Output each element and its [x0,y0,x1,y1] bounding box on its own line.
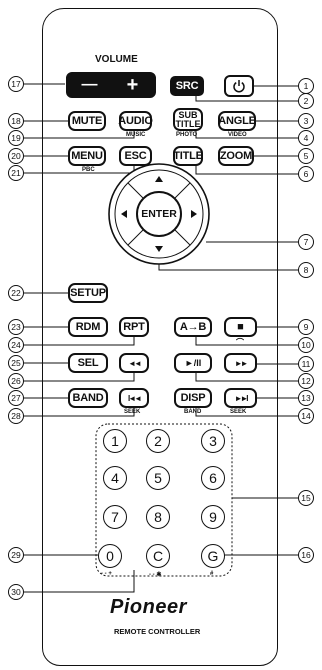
audio-sub-label: MUSIC [126,132,146,138]
volume-up-button[interactable]: + [126,73,139,96]
disp-sub-label: BAND [184,409,202,415]
power-icon [233,80,245,93]
ab-repeat-button[interactable]: A→B [174,317,212,337]
numpad-key-5[interactable]: 5 [146,466,170,490]
numpad-key-9[interactable]: 9 [201,505,225,529]
callout-2: 2 [298,93,314,109]
play-pause-button[interactable]: ►/II [174,353,212,373]
next-track-button[interactable]: ►►I [224,388,257,408]
zero-sub-label: - - + [101,571,112,577]
enter-button[interactable]: ENTER [141,208,177,220]
next-sub-label: SEEK [230,409,247,415]
numpad-key-6[interactable]: 6 [201,466,225,490]
callout-24: 24 [8,337,24,353]
clear-key[interactable]: C [146,544,170,568]
menu-sub-label: PBC [82,167,95,173]
subtitle-button[interactable]: SUB TITLE [173,108,203,131]
callout-16: 16 [298,547,314,563]
audio-button[interactable]: AUDIO [118,111,153,131]
subtitle-sub-label: PHOTO [176,132,198,138]
volume-rocker: — + [66,72,156,98]
callout-6: 6 [298,166,314,182]
numpad-key-4[interactable]: 4 [103,466,127,490]
callout-18: 18 [8,113,24,129]
callout-28: 28 [8,408,24,424]
callout-29: 29 [8,547,24,563]
dpad-left-button[interactable] [110,194,134,234]
callout-14: 14 [298,408,314,424]
angle-button[interactable]: ANGLE [218,111,256,131]
numpad-key-3[interactable]: 3 [201,429,225,453]
volume-label: VOLUME [95,54,138,65]
dpad-down-button[interactable] [139,240,179,262]
numpad-key-2[interactable]: 2 [146,429,170,453]
callout-19: 19 [8,130,24,146]
disp-button[interactable]: DISP [174,388,212,408]
callout-27: 27 [8,390,24,406]
title-button[interactable]: TITLE [173,146,203,166]
fast-forward-button[interactable]: ►► [224,353,257,373]
stop-sub-label: ⌒ [236,338,244,347]
callout-20: 20 [8,148,24,164]
src-button[interactable]: SRC [170,76,204,96]
callout-1: 1 [298,78,314,94]
numpad-key-7[interactable]: 7 [103,505,127,529]
power-button[interactable] [224,75,254,97]
remote-caption: REMOTE CONTROLLER [114,627,201,636]
zero-key[interactable]: 0 [98,544,122,568]
clear-sub-label: - - ✱ [149,572,162,578]
callout-25: 25 [8,355,24,371]
pioneer-logo: Pioneer [110,596,187,618]
previous-track-button[interactable]: I◄◄ [119,388,149,408]
prev-sub-label: SEEK [124,409,141,415]
callout-12: 12 [298,373,314,389]
zoom-button[interactable]: ZOOM [218,146,254,166]
callout-26: 26 [8,373,24,389]
menu-button[interactable]: MENU [68,146,106,166]
callout-15: 15 [298,490,314,506]
callout-3: 3 [298,113,314,129]
callout-10: 10 [298,337,314,353]
callout-9: 9 [298,319,314,335]
mute-button[interactable]: MUTE [68,111,106,131]
dpad-right-button[interactable] [184,194,208,234]
angle-sub-label: VIDEO [228,132,247,138]
callout-30: 30 [8,584,24,600]
callout-5: 5 [298,148,314,164]
callout-7: 7 [298,234,314,250]
callout-21: 21 [8,165,24,181]
setup-button[interactable]: SETUP [68,283,108,303]
numpad-key-1[interactable]: 1 [103,429,127,453]
callout-17: 17 [8,76,24,92]
callout-22: 22 [8,285,24,301]
band-button[interactable]: BAND [68,388,108,408]
esc-button[interactable]: ESC [119,146,152,166]
rdm-button[interactable]: RDM [68,317,108,337]
callout-11: 11 [298,356,314,372]
rpt-button[interactable]: RPT [119,317,149,337]
goto-sub-label: # [210,571,214,577]
numpad-key-8[interactable]: 8 [146,505,170,529]
goto-key[interactable]: G [201,544,225,568]
callout-13: 13 [298,390,314,406]
dpad-up-button[interactable] [139,166,179,188]
callout-8: 8 [298,262,314,278]
rewind-button[interactable]: ◄◄ [119,353,149,373]
volume-down-button[interactable]: — [81,76,98,93]
callout-4: 4 [298,130,314,146]
stop-button[interactable]: ■ [224,317,257,337]
sel-button[interactable]: SEL [68,353,108,373]
callout-23: 23 [8,319,24,335]
